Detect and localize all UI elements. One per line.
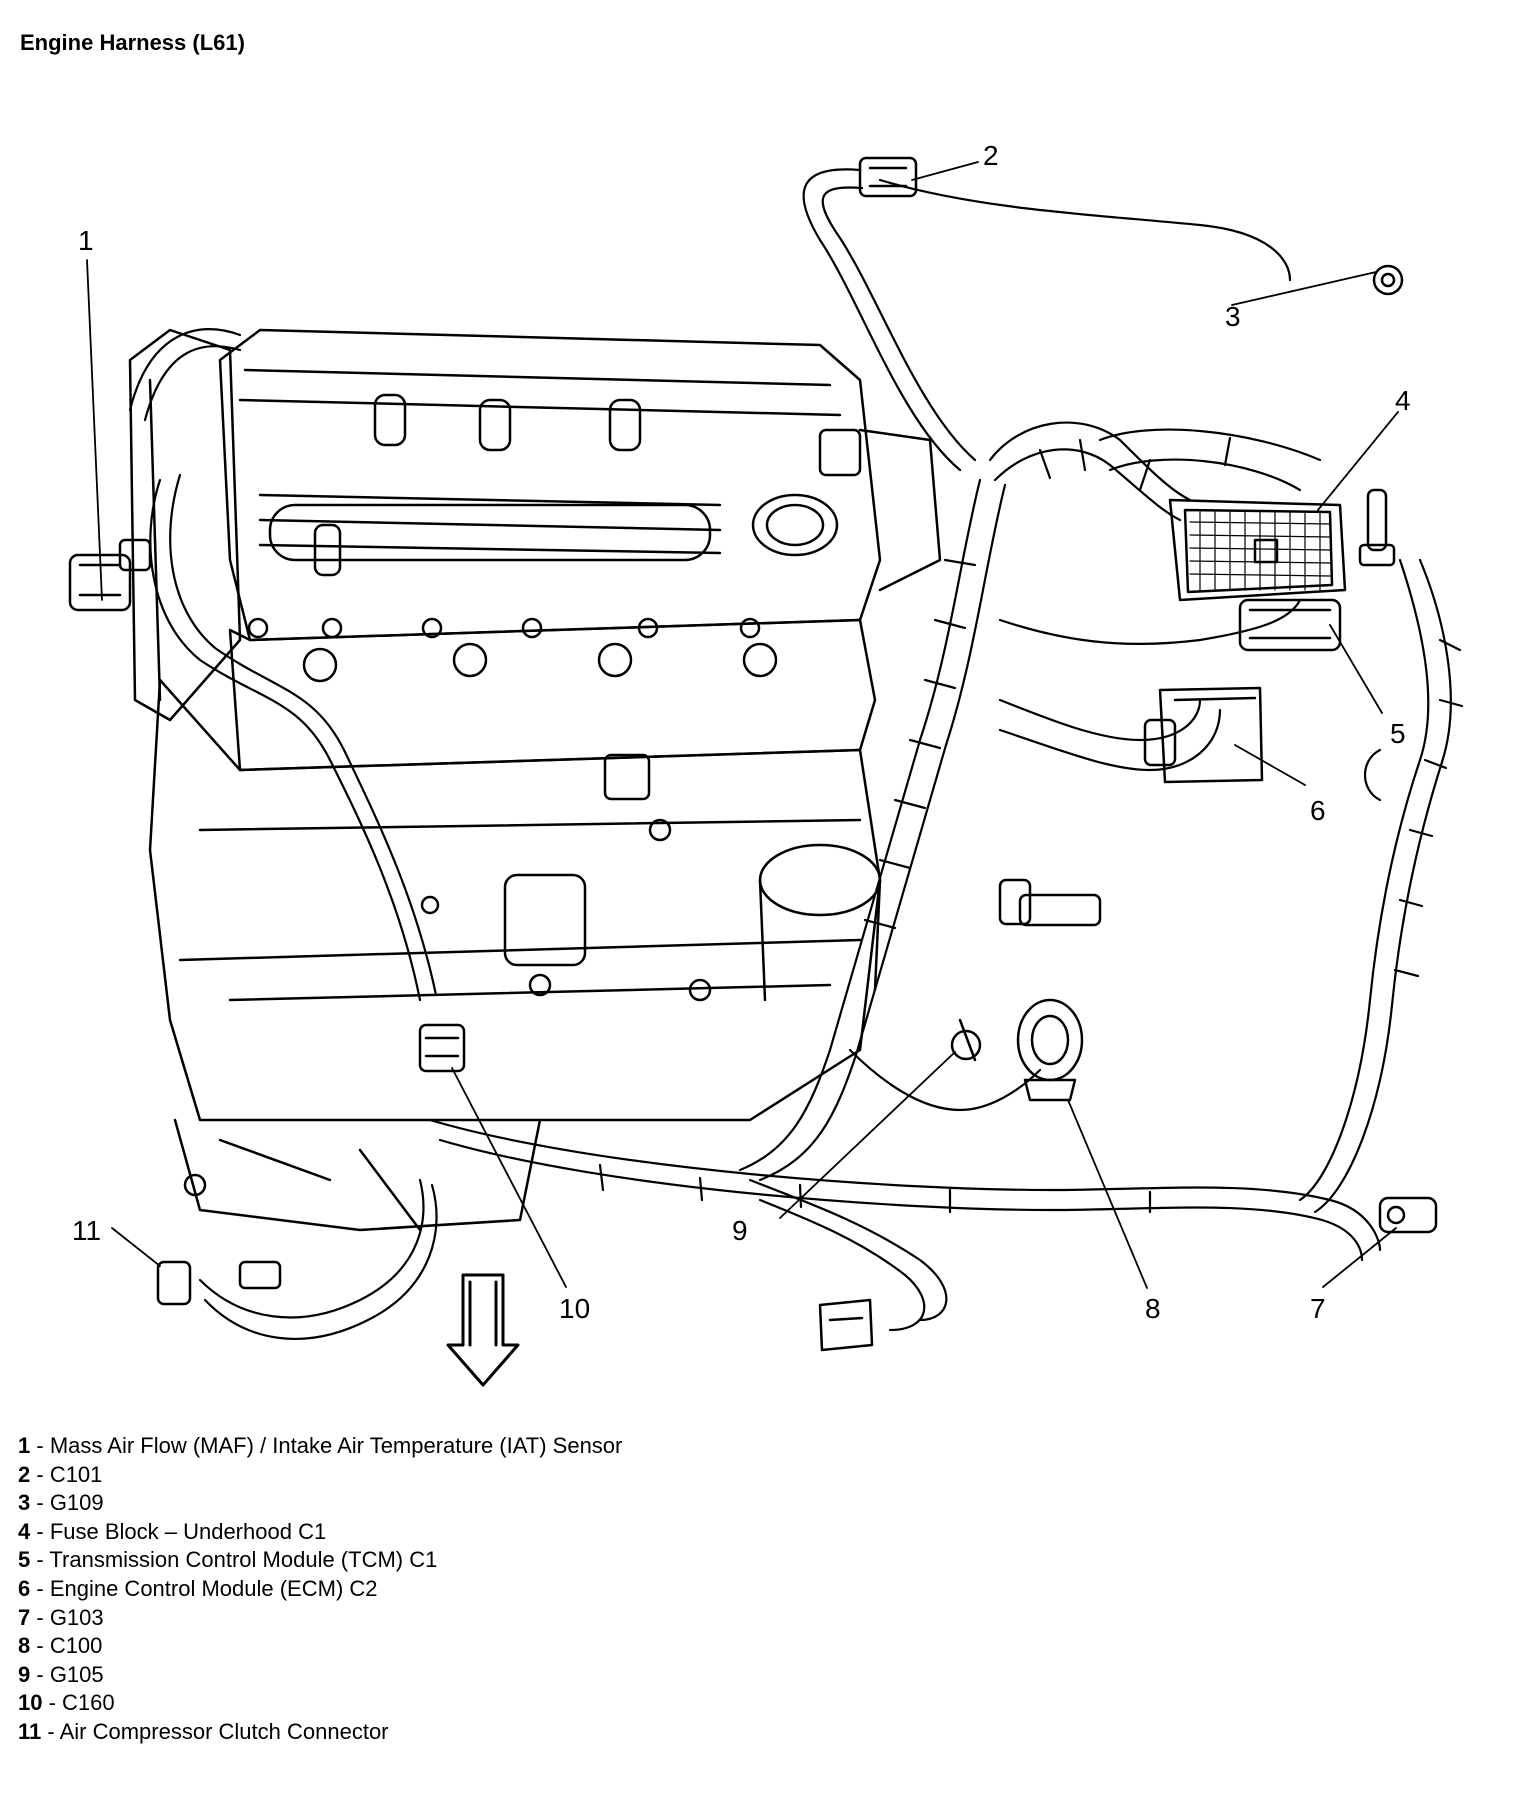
ecm-c2-connector	[1143, 686, 1264, 784]
fuse-block-c1	[1168, 498, 1347, 602]
misc-connectors	[603, 753, 1102, 927]
callout-10: 10	[559, 1293, 590, 1324]
component-legend: 1 - Mass Air Flow (MAF) / Intake Air Tem…	[18, 1432, 622, 1747]
legend-item: 8 - C100	[18, 1632, 622, 1661]
legend-number: 1	[18, 1433, 31, 1458]
legend-item: 7 - G103	[18, 1604, 622, 1633]
callout-5: 5	[1390, 718, 1406, 749]
sensor-right-stem	[1358, 488, 1396, 567]
legend-number: 3	[18, 1490, 31, 1516]
maf-iat-sensor	[68, 538, 152, 612]
legend-separator: -	[30, 1575, 50, 1601]
callout-9: 9	[732, 1215, 748, 1246]
legend-separator: -	[30, 1461, 50, 1487]
callout-3: 3	[1225, 301, 1241, 332]
legend-number: 4	[18, 1518, 31, 1544]
legend-item: 11 - Air Compressor Clutch Connector	[18, 1718, 622, 1747]
legend-label: C160	[62, 1690, 115, 1716]
legend-number: 8	[18, 1633, 31, 1659]
legend-separator: -	[30, 1490, 50, 1516]
legend-item: 1 - Mass Air Flow (MAF) / Intake Air Tem…	[18, 1432, 622, 1461]
legend-separator: -	[30, 1518, 50, 1544]
legend-separator: -	[30, 1661, 50, 1687]
callout-2: 2	[983, 140, 999, 171]
legend-label: C100	[49, 1633, 103, 1659]
legend-item: 2 - C101	[18, 1461, 622, 1490]
spark-plug-wells	[313, 393, 642, 577]
legend-item: 10 - C160	[18, 1689, 622, 1718]
legend-item: 4 - Fuse Block – Underhood C1	[18, 1518, 622, 1547]
callout-11: 11	[72, 1215, 101, 1246]
diagram-title: Engine Harness (L61)	[20, 30, 245, 55]
callout-1: 1	[78, 225, 94, 256]
legend-label: Transmission Control Module (TCM) C1	[49, 1547, 438, 1573]
legend-item: 5 - Transmission Control Module (TCM) C1	[18, 1546, 622, 1575]
legend-label: G103	[49, 1604, 104, 1630]
front-direction-arrow	[446, 1273, 520, 1387]
legend-item: 9 - G105	[18, 1661, 622, 1690]
legend-label: G109	[49, 1490, 104, 1516]
legend-number: 7	[18, 1604, 31, 1630]
legend-separator: -	[42, 1690, 63, 1716]
legend-separator: -	[30, 1604, 50, 1630]
g105-ground	[950, 1018, 982, 1062]
legend-number: 10	[18, 1690, 43, 1716]
g109-ground	[1372, 264, 1404, 296]
oil-filler-cap	[751, 493, 839, 557]
legend-label: Engine Control Module (ECM) C2	[49, 1575, 378, 1601]
engine-block	[128, 328, 942, 1232]
c160-connector	[418, 1023, 466, 1073]
legend-label: Air Compressor Clutch Connector	[59, 1718, 389, 1744]
engine-harness-illustration: 1 2 3 4 5 6 7 8 9 10 11	[68, 140, 1464, 1387]
wiring-harness	[128, 168, 1464, 1340]
legend-number: 9	[18, 1661, 31, 1687]
legend-item: 3 - G109	[18, 1489, 622, 1518]
legend-label: G105	[49, 1661, 104, 1687]
c101-connector	[858, 156, 918, 198]
legend-label: Mass Air Flow (MAF) / Intake Air Tempera…	[49, 1433, 623, 1458]
c100-connector	[1016, 998, 1084, 1102]
legend-number: 11	[18, 1718, 42, 1744]
callout-4: 4	[1395, 385, 1411, 416]
legend-number: 2	[18, 1461, 31, 1487]
legend-separator: -	[30, 1433, 50, 1458]
lower-connector	[818, 1298, 874, 1352]
callout-8: 8	[1145, 1293, 1161, 1324]
legend-separator: -	[30, 1547, 50, 1573]
callout-7: 7	[1310, 1293, 1326, 1324]
tcm-c1-connector	[1238, 598, 1342, 652]
g103-ground	[1378, 1196, 1438, 1234]
legend-label: C101	[49, 1461, 103, 1487]
leader-lines	[86, 161, 1399, 1289]
callout-numbers: 1 2 3 4 5 6 7 8 9 10 11	[72, 140, 1411, 1324]
legend-item: 6 - Engine Control Module (ECM) C2	[18, 1575, 622, 1604]
air-compressor-clutch-connector	[156, 1260, 282, 1306]
legend-number: 5	[18, 1547, 31, 1573]
legend-number: 6	[18, 1575, 31, 1601]
legend-separator: -	[41, 1718, 60, 1744]
legend-label: Fuse Block – Underhood C1	[49, 1518, 327, 1544]
legend-separator: -	[30, 1633, 50, 1659]
callout-6: 6	[1310, 795, 1326, 826]
